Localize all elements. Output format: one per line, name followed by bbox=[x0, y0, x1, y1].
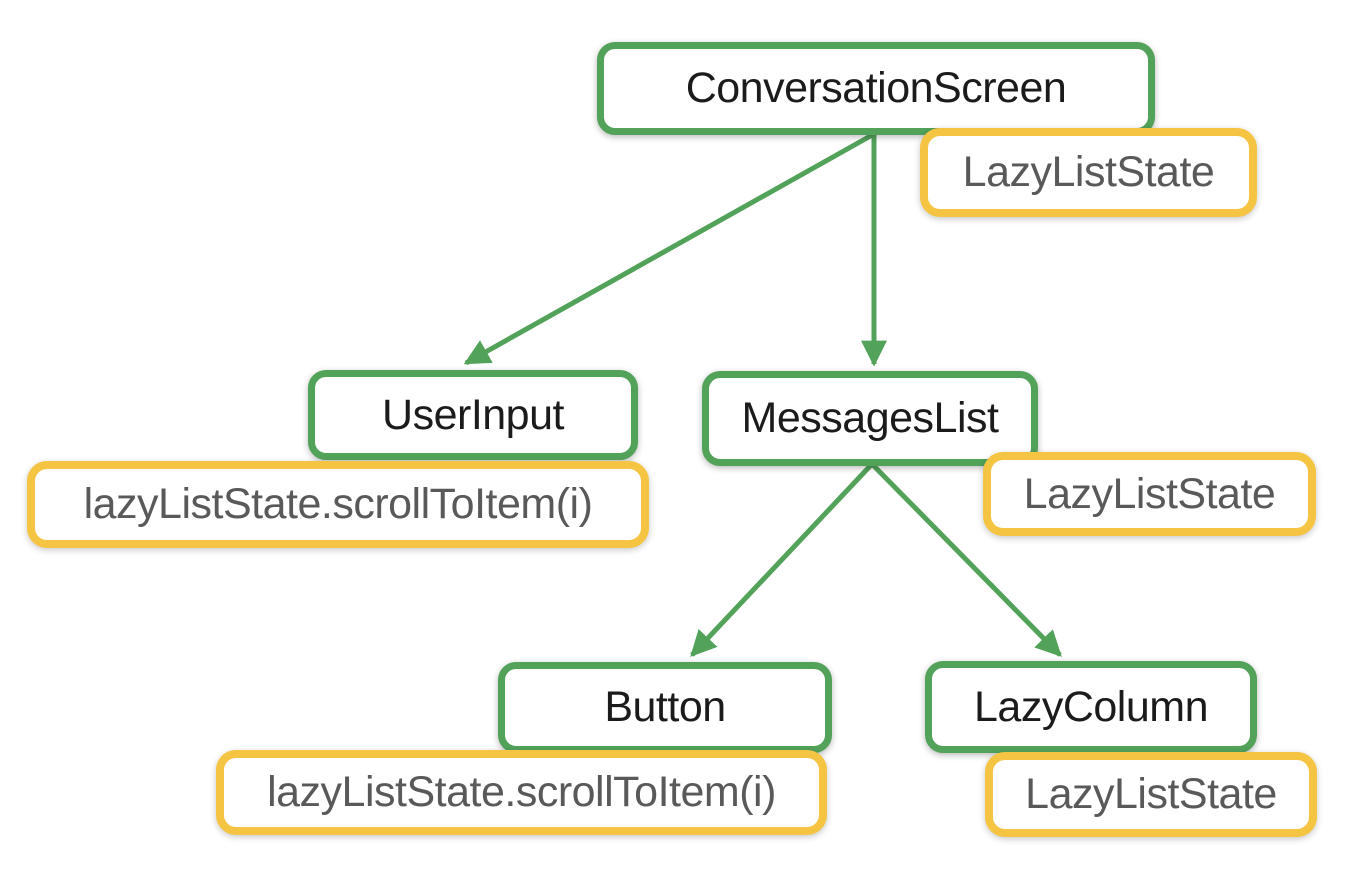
node-label: ConversationScreen bbox=[685, 64, 1067, 112]
node-user-input: UserInput bbox=[308, 370, 638, 460]
badge-scrolltoitem-button: lazyListState.scrollToItem(i) bbox=[216, 750, 827, 835]
edge-messageslist-to-lazycolumn bbox=[870, 462, 1062, 657]
edge-conversation-to-userinput bbox=[463, 131, 876, 366]
badge-label: LazyListState bbox=[1023, 469, 1276, 518]
badge-label: lazyListState.scrollToItem(i) bbox=[267, 768, 776, 816]
badge-lazyliststate-conversation-screen: LazyListState bbox=[920, 128, 1257, 217]
node-label: Button bbox=[604, 683, 726, 731]
node-lazy-column: LazyColumn bbox=[925, 661, 1257, 753]
node-conversation-screen: ConversationScreen bbox=[597, 42, 1155, 135]
edge-messageslist-to-button bbox=[690, 462, 874, 657]
badge-lazyliststate-lazy-column: LazyListState bbox=[985, 752, 1317, 837]
badge-lazyliststate-messages-list: LazyListState bbox=[983, 452, 1316, 536]
node-label: LazyColumn bbox=[974, 682, 1209, 731]
badge-label: LazyListState bbox=[1025, 770, 1277, 818]
badge-label: LazyListState bbox=[962, 148, 1215, 196]
badge-scrolltoitem-user-input: lazyListState.scrollToItem(i) bbox=[27, 461, 649, 548]
badge-label: lazyListState.scrollToItem(i) bbox=[83, 480, 593, 528]
node-messages-list: MessagesList bbox=[702, 371, 1038, 466]
node-button: Button bbox=[498, 662, 832, 753]
node-label: MessagesList bbox=[741, 394, 999, 442]
node-label: UserInput bbox=[382, 390, 564, 439]
